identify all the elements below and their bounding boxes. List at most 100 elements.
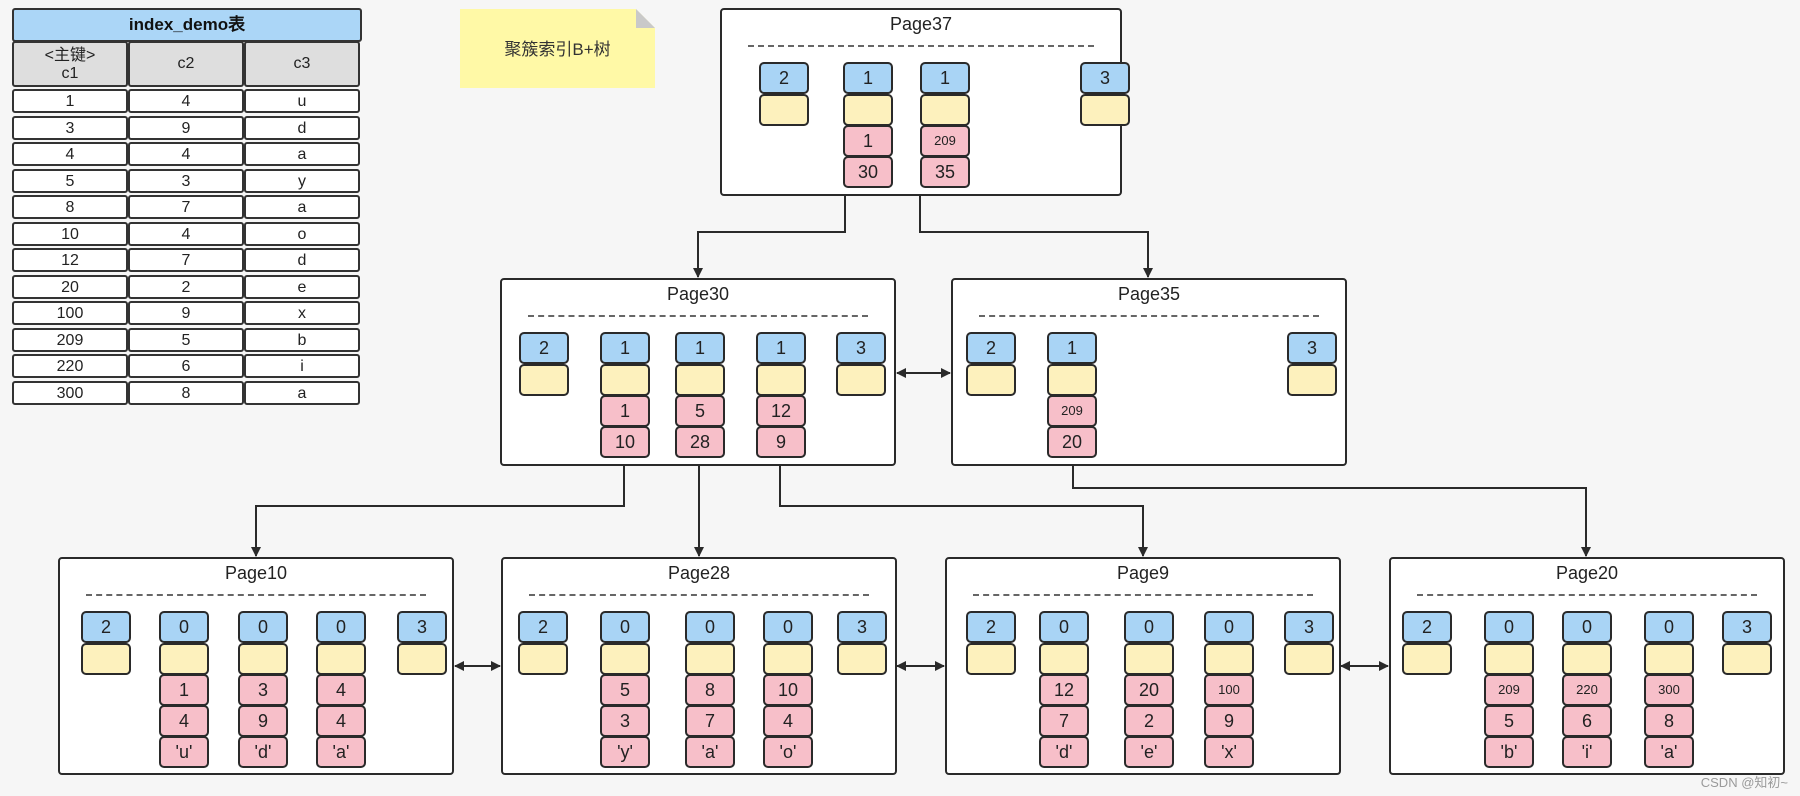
record-next-pointer <box>920 94 970 126</box>
record-value-cell: 1 <box>600 395 650 427</box>
table-cell: 6 <box>128 354 244 378</box>
table-cell: 4 <box>128 221 244 246</box>
table-header-label: c1 <box>61 65 79 82</box>
supremum-record-next <box>836 364 886 396</box>
supremum-record-next <box>837 643 887 675</box>
record-value-cell: 7 <box>685 705 735 737</box>
page-header-divider <box>86 594 426 596</box>
record-value-cell: 4 <box>316 674 366 706</box>
table-cell: a <box>244 380 360 405</box>
record-value-cell: 1 <box>159 674 209 706</box>
record-value-cell: 'b' <box>1484 736 1534 768</box>
record-next-pointer <box>316 643 366 675</box>
table-cell: u <box>244 89 360 113</box>
record-value-cell: 'i' <box>1562 736 1612 768</box>
table-header-cell: c3 <box>244 41 360 87</box>
table-cell: 2 <box>128 274 244 299</box>
record-value-cell: 9 <box>238 705 288 737</box>
table-cell: 7 <box>128 248 244 272</box>
supremum-record-type: 3 <box>1722 611 1772 643</box>
record-value-cell: 'a' <box>1644 736 1694 768</box>
infimum-record-type: 2 <box>966 332 1016 364</box>
record-value-cell: 1 <box>843 125 893 157</box>
record-value-cell: 'y' <box>600 736 650 768</box>
page-header-divider <box>528 315 868 317</box>
supremum-record-type: 3 <box>837 611 887 643</box>
table-cell: 4 <box>12 142 128 166</box>
table-cell: 12 <box>12 248 128 272</box>
record-type-cell: 0 <box>685 611 735 643</box>
record-value-cell: 7 <box>1039 705 1089 737</box>
record-type-cell: 0 <box>1124 611 1174 643</box>
record-value-cell: 10 <box>600 426 650 458</box>
record-type-cell: 1 <box>843 62 893 94</box>
table-cell: d <box>244 248 360 272</box>
table-header-cell: <主键>c1 <box>12 41 128 87</box>
infimum-record-next <box>966 364 1016 396</box>
record-type-cell: 0 <box>159 611 209 643</box>
record-value-cell: 2 <box>1124 705 1174 737</box>
table-cell: 209 <box>12 327 128 352</box>
table-cell: 20 <box>12 274 128 299</box>
record-value-cell: 8 <box>685 674 735 706</box>
record-next-pointer <box>600 364 650 396</box>
record-next-pointer <box>1039 643 1089 675</box>
table-cell: y <box>244 168 360 193</box>
table-cell: 7 <box>128 195 244 219</box>
record-value-cell: 8 <box>1644 705 1694 737</box>
record-type-cell: 0 <box>316 611 366 643</box>
record-type-cell: 1 <box>920 62 970 94</box>
record-next-pointer <box>685 643 735 675</box>
page-header-divider <box>1417 594 1757 596</box>
table-cell: 9 <box>128 301 244 325</box>
infimum-record-type: 2 <box>81 611 131 643</box>
record-next-pointer <box>159 643 209 675</box>
record-type-cell: 0 <box>1039 611 1089 643</box>
record-next-pointer <box>763 643 813 675</box>
record-type-cell: 0 <box>1644 611 1694 643</box>
supremum-record-next <box>1284 643 1334 675</box>
record-type-cell: 0 <box>600 611 650 643</box>
record-value-cell: 9 <box>756 426 806 458</box>
table-cell: 8 <box>12 195 128 219</box>
record-next-pointer <box>600 643 650 675</box>
pointer-arrow-page30-page10 <box>251 458 625 557</box>
record-next-pointer <box>1484 643 1534 675</box>
record-type-cell: 1 <box>1047 332 1097 364</box>
watermark-credit: CSDN @知初~ <box>1700 775 1788 790</box>
record-next-pointer <box>1562 643 1612 675</box>
record-next-pointer <box>1124 643 1174 675</box>
record-value-cell: 'x' <box>1204 736 1254 768</box>
record-value-cell: 3 <box>238 674 288 706</box>
page-title: Page28 <box>667 563 731 583</box>
supremum-record-next <box>397 643 447 675</box>
record-value-cell: 'a' <box>685 736 735 768</box>
page-title: Page35 <box>1117 284 1181 304</box>
table-cell: 1 <box>12 89 128 113</box>
table-cell: a <box>244 195 360 219</box>
record-value-cell: 3 <box>600 705 650 737</box>
infimum-record-type: 2 <box>1402 611 1452 643</box>
table-cell: o <box>244 221 360 246</box>
record-next-pointer <box>675 364 725 396</box>
record-next-pointer <box>238 643 288 675</box>
supremum-record-next <box>1080 94 1130 126</box>
infimum-record-type: 2 <box>759 62 809 94</box>
record-value-cell: 5 <box>1484 705 1534 737</box>
record-next-pointer <box>843 94 893 126</box>
table-cell: x <box>244 301 360 325</box>
record-next-pointer <box>1204 643 1254 675</box>
record-value-cell: 4 <box>763 705 813 737</box>
table-header-label: <主键> <box>44 47 96 64</box>
pointer-arrow-page37-page35 <box>919 188 1153 278</box>
pointer-arrow-page30-page9 <box>779 458 1148 557</box>
infimum-record-next <box>518 643 568 675</box>
page-title: Page9 <box>1116 563 1170 583</box>
record-value-cell: 4 <box>316 705 366 737</box>
note-fold-corner <box>636 9 655 28</box>
table-cell: 9 <box>128 115 244 140</box>
